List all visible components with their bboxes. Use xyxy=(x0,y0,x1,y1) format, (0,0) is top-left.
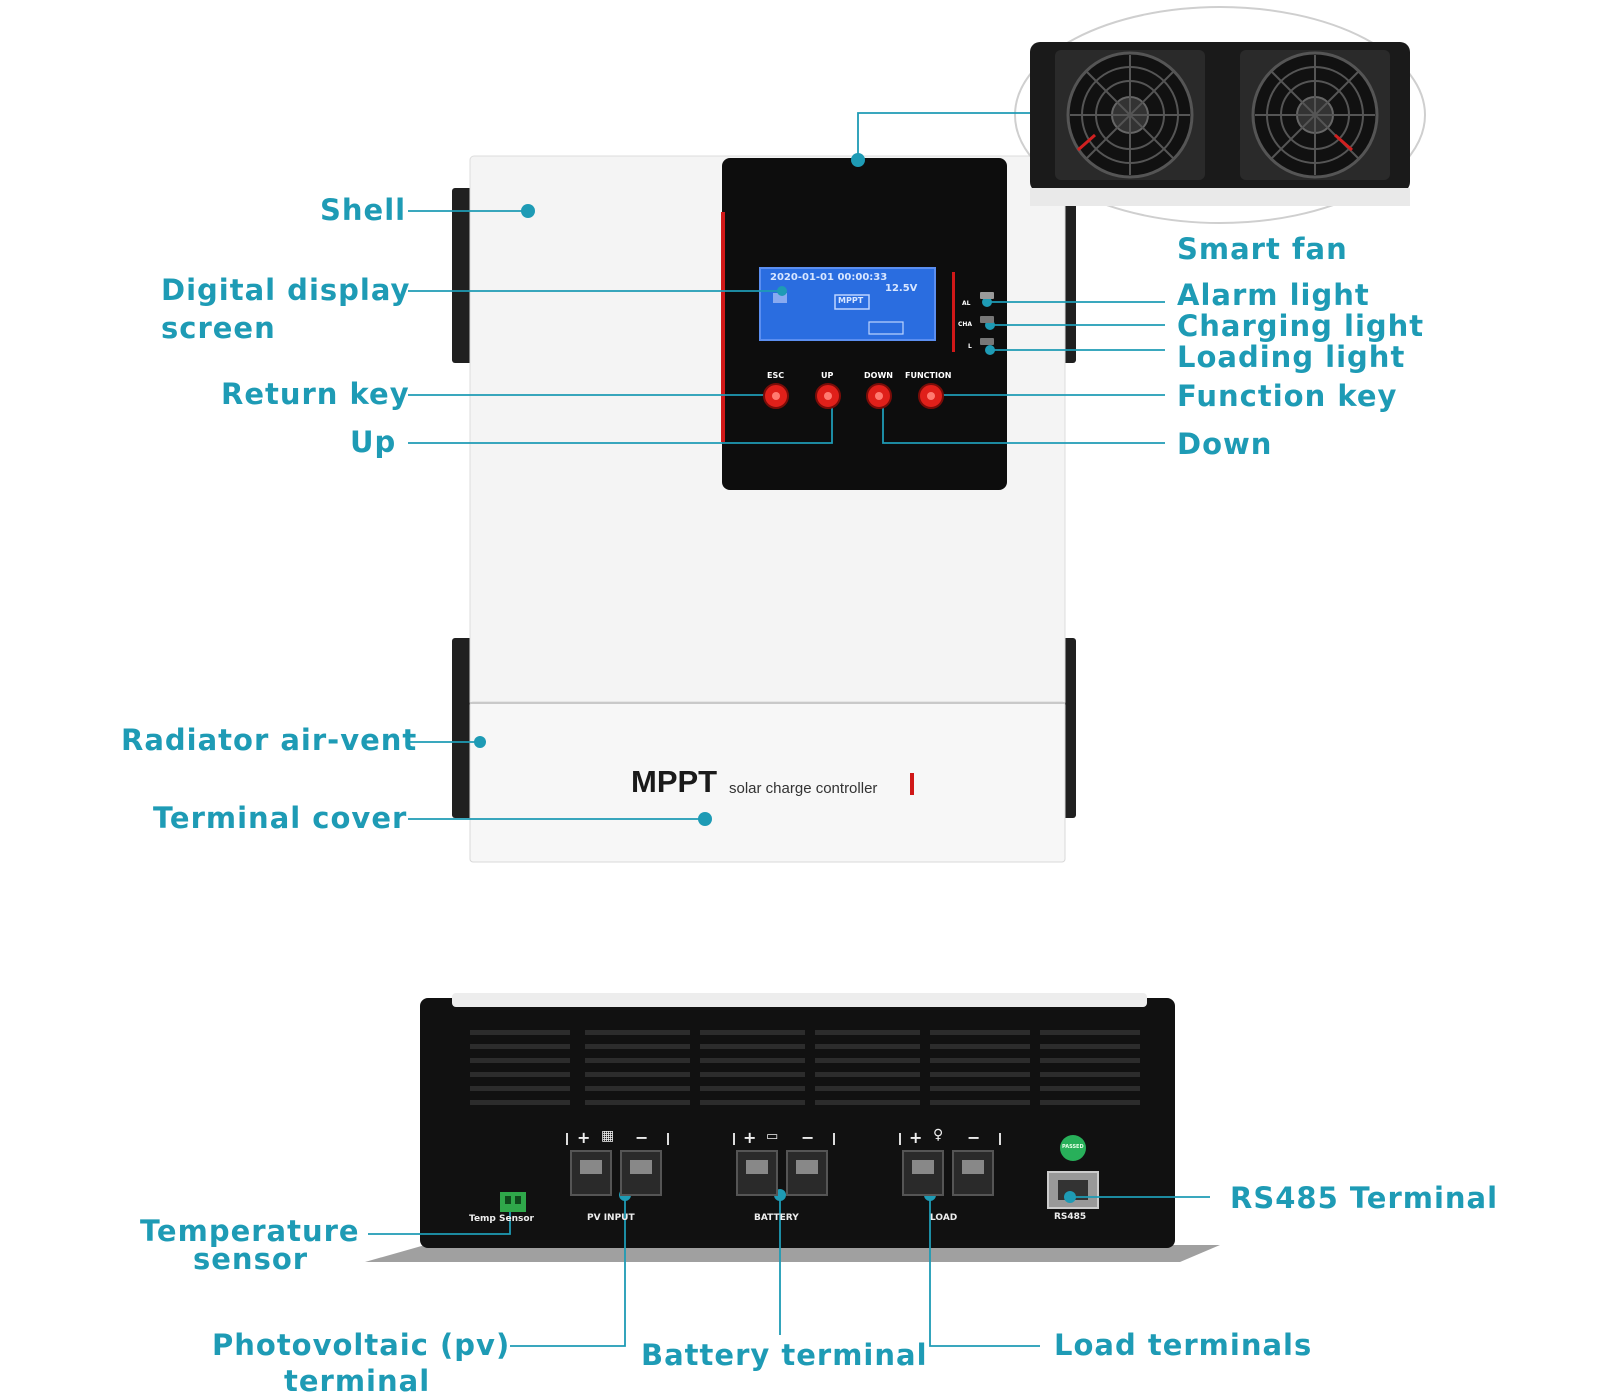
label-function-key: Function key xyxy=(1177,379,1398,413)
bulb-icon: ♀ xyxy=(933,1127,944,1143)
label-charging-light: Charging light xyxy=(1177,309,1425,343)
label-shell: Shell xyxy=(320,193,407,227)
function-button[interactable] xyxy=(918,383,944,409)
load-terminal-positive xyxy=(902,1150,944,1196)
label-temp-2: sensor xyxy=(193,1242,309,1276)
load-minus: − xyxy=(967,1128,981,1147)
led-label-loading: L xyxy=(968,343,972,350)
fan-1 xyxy=(1055,50,1205,180)
passed-badge xyxy=(1060,1135,1086,1161)
port-label-battery: BATTERY xyxy=(754,1213,799,1223)
vent-grille xyxy=(470,1030,1140,1105)
battery-minus: − xyxy=(801,1128,815,1147)
brand-subtitle: solar charge controller xyxy=(729,780,878,797)
label-smart-fan: Smart fan xyxy=(1177,232,1348,266)
label-terminal-cover: Terminal cover xyxy=(153,801,408,835)
key-label-down: DOWN xyxy=(864,371,893,380)
label-pv-1: Photovoltaic (pv) xyxy=(212,1328,511,1362)
brand-mppt: MPPT xyxy=(631,764,718,799)
lcd-line-2: 12.5V xyxy=(885,283,918,294)
label-load-terminals: Load terminals xyxy=(1054,1328,1313,1362)
temp-sensor-socket xyxy=(500,1192,526,1212)
charging-led xyxy=(980,316,994,323)
lcd-box-label: MPPT xyxy=(838,296,864,305)
load-plus: + xyxy=(909,1128,923,1147)
pv-terminal-positive xyxy=(570,1150,612,1196)
key-label-esc: ESC xyxy=(767,371,785,380)
esc-button[interactable] xyxy=(763,383,789,409)
solar-panel-icon: ▦ xyxy=(601,1128,615,1144)
label-up: Up xyxy=(350,425,397,459)
label-battery-terminal: Battery terminal xyxy=(641,1338,928,1372)
label-temp-1: Temperature xyxy=(140,1214,360,1248)
fan-2 xyxy=(1240,50,1390,180)
lcd-screen xyxy=(759,267,936,341)
led-label-charging: CHA xyxy=(958,321,973,328)
label-pv-2: terminal xyxy=(284,1364,431,1398)
port-label-pv: PV INPUT xyxy=(587,1213,635,1223)
lcd-line-1: 2020-01-01 00:00:33 xyxy=(770,272,888,283)
label-down: Down xyxy=(1177,427,1273,461)
port-label-rs485: RS485 xyxy=(1054,1212,1087,1222)
label-alarm-light: Alarm light xyxy=(1177,278,1370,312)
passed-badge-text: PASSED xyxy=(1062,1144,1084,1150)
load-terminal-negative xyxy=(952,1150,994,1196)
label-rs485-terminal: RS485 Terminal xyxy=(1230,1181,1499,1215)
down-button[interactable] xyxy=(866,383,892,409)
label-display-2: screen xyxy=(161,311,276,345)
smart-fan-inset xyxy=(1014,6,1426,224)
up-button[interactable] xyxy=(815,383,841,409)
key-label-function: FUNCTION xyxy=(905,371,952,380)
pv-terminal-negative xyxy=(620,1150,662,1196)
port-label-load: LOAD xyxy=(930,1213,958,1223)
label-loading-light: Loading light xyxy=(1177,340,1406,374)
label-return-key: Return key xyxy=(221,377,410,411)
battery-terminal-positive xyxy=(736,1150,778,1196)
battery-terminal-negative xyxy=(786,1150,828,1196)
port-label-temp: Temp Sensor xyxy=(469,1214,534,1224)
pv-minus: − xyxy=(635,1128,649,1147)
alarm-led xyxy=(980,292,994,299)
key-label-up: UP xyxy=(821,371,834,380)
led-label-alarm: AL xyxy=(962,300,971,307)
battery-plus: + xyxy=(743,1128,757,1147)
pv-plus: + xyxy=(577,1128,591,1147)
label-radiator: Radiator air-vent xyxy=(121,723,418,757)
label-display-1: Digital display xyxy=(161,273,411,307)
battery-icon: ▭ xyxy=(766,1129,779,1144)
loading-led xyxy=(980,338,994,345)
